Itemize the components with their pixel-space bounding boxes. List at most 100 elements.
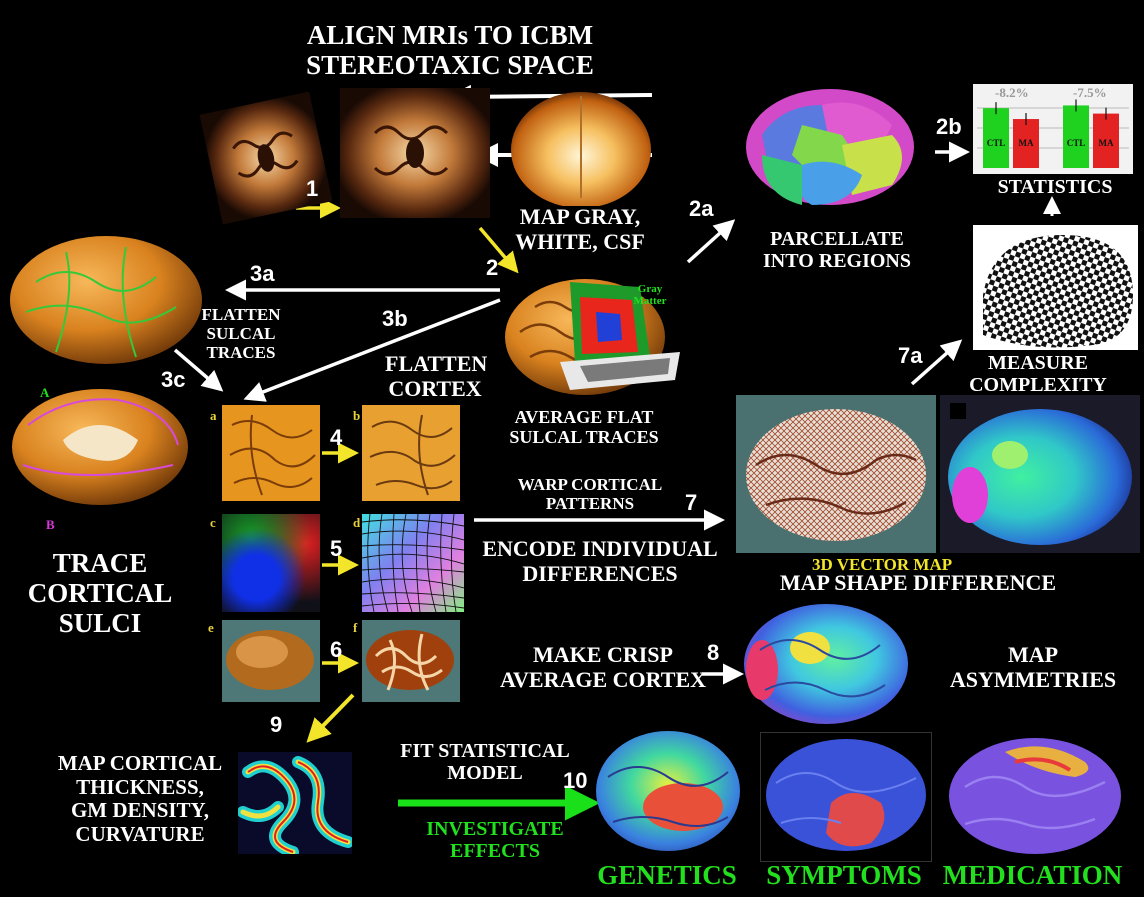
flatten-sulcal-line1: FLATTEN <box>196 305 286 324</box>
encode-label: ENCODE INDIVIDUAL DIFFERENCES <box>475 537 725 586</box>
brain-asymmetry <box>740 600 912 728</box>
investigate-line2: EFFECTS <box>420 840 570 862</box>
investigate-line1: INVESTIGATE <box>420 818 570 840</box>
thickness-label: MAP CORTICAL THICKNESS, GM DENSITY, CURV… <box>40 752 240 846</box>
panel-e-blurry-average <box>222 620 320 702</box>
panel-f-tag: f <box>353 620 357 636</box>
gray-matter-line1: Gray <box>630 283 670 295</box>
fit-line1: FIT STATISTICAL <box>385 740 585 762</box>
step-3b-number: 3b <box>382 306 408 332</box>
step-5-number: 5 <box>330 536 342 562</box>
measure-line1: MEASURE <box>968 352 1108 374</box>
fit-model-label: FIT STATISTICAL MODEL <box>385 740 585 785</box>
crisp-label: MAKE CRISP AVERAGE CORTEX <box>498 643 708 692</box>
brain-medication <box>945 732 1125 860</box>
panel-c-tag: c <box>210 515 216 531</box>
genetics-label: GENETICS <box>592 860 742 890</box>
step-6-number: 6 <box>330 637 342 663</box>
brain-medial-b <box>8 385 193 513</box>
align-title: ALIGN MRIs TO ICBM STEREOTAXIC SPACE <box>300 20 600 80</box>
stat-bar-label-2: MA <box>1019 138 1034 148</box>
investigate-label: INVESTIGATE EFFECTS <box>420 818 570 863</box>
step-7a-number: 7a <box>898 343 922 369</box>
mri-template <box>508 88 654 206</box>
crisp-line2: AVERAGE CORTEX <box>498 668 708 693</box>
step-3a-number: 3a <box>250 261 274 287</box>
stat-bar-label-3: CTL <box>1067 138 1086 148</box>
flatten-cortex-line2: CORTEX <box>385 377 485 402</box>
symptoms-label: SYMPTOMS <box>764 860 924 890</box>
step-7-number: 7 <box>685 490 697 516</box>
stat-bar-label-1: CTL <box>987 138 1006 148</box>
shape-difference-label: MAP SHAPE DIFFERENCE <box>768 571 1068 596</box>
panel-c-color-field <box>222 514 320 612</box>
map-gray-line2: WHITE, CSF <box>505 230 655 255</box>
align-title-line1: ALIGN MRIs TO ICBM <box>300 20 600 50</box>
thickness-map-panel <box>238 752 352 854</box>
step-2b-number: 2b <box>936 114 962 140</box>
panel-d-warp-grid <box>362 514 464 612</box>
thick-line2: THICKNESS, <box>40 776 240 800</box>
measure-line2: COMPLEXITY <box>968 374 1108 396</box>
brain-b-tag: B <box>46 518 55 533</box>
asymmetries-label: MAP ASYMMETRIES <box>948 643 1118 692</box>
asym-line2: ASYMMETRIES <box>948 668 1118 693</box>
thick-line4: CURVATURE <box>40 823 240 847</box>
gray-matter-label: Gray Matter <box>630 283 670 308</box>
stat-bar-label-4: MA <box>1099 138 1114 148</box>
brain-checker-complexity <box>973 225 1138 350</box>
step-10-number: 10 <box>563 768 587 794</box>
flatten-sulcal-line2: SULCAL <box>196 324 286 343</box>
encode-line1: ENCODE INDIVIDUAL <box>475 537 725 562</box>
parcellate-label: PARCELLATE INTO REGIONS <box>752 228 922 273</box>
step-4-number: 4 <box>330 425 342 451</box>
flatten-sulcal-label: FLATTEN SULCAL TRACES <box>196 305 286 362</box>
step-1-number: 1 <box>306 176 318 202</box>
step-9-number: 9 <box>270 712 282 738</box>
trace-line3: SULCI <box>25 608 175 638</box>
arrow-2a <box>688 224 730 262</box>
align-title-line2: STEREOTAXIC SPACE <box>300 50 600 80</box>
pct-right-label: -7.5% <box>1073 86 1107 101</box>
panel-e-tag: e <box>208 620 214 636</box>
mri-rotated <box>196 92 336 224</box>
step-8-number: 8 <box>707 640 719 666</box>
flatten-cortex-label: FLATTEN CORTEX <box>385 352 485 401</box>
trace-line2: CORTICAL <box>25 578 175 608</box>
statistics-label: STATISTICS <box>985 176 1125 198</box>
medication-label: MEDICATION <box>940 860 1125 890</box>
pct-left-label: -8.2% <box>995 86 1029 101</box>
panel-f-crisp-average <box>362 620 460 702</box>
average-flat-label: AVERAGE FLAT SULCAL TRACES <box>504 407 664 447</box>
encode-line2: DIFFERENCES <box>475 562 725 587</box>
gray-matter-line2: Matter <box>630 295 670 307</box>
thick-line3: GM DENSITY, <box>40 799 240 823</box>
flatten-sulcal-line3: TRACES <box>196 343 286 362</box>
statistics-bar-chart: CTL MA CTL MA -8.2% -7.5% <box>973 84 1133 174</box>
stat-bar-3 <box>1063 105 1089 168</box>
warp-label: WARP CORTICAL PATTERNS <box>500 475 680 513</box>
brain-sulcal-a <box>6 232 206 372</box>
trace-sulci-label: TRACE CORTICAL SULCI <box>25 548 175 639</box>
panel-b-average-traces <box>362 405 460 501</box>
asym-line1: MAP <box>948 643 1118 668</box>
panel-d-tag: d <box>353 515 360 531</box>
measure-complexity-label: MEASURE COMPLEXITY <box>968 352 1108 397</box>
panel-a-flat-traces <box>222 405 320 501</box>
parcellate-line2: INTO REGIONS <box>752 250 922 272</box>
trace-line1: TRACE <box>25 548 175 578</box>
step-2a-number: 2a <box>689 196 713 222</box>
average-flat-line1: AVERAGE FLAT <box>504 407 664 427</box>
map-gray-line1: MAP GRAY, <box>505 205 655 230</box>
crisp-line1: MAKE CRISP <box>498 643 708 668</box>
panel-a-tag: a <box>210 408 217 424</box>
warp-line2: PATTERNS <box>500 494 680 513</box>
thick-line1: MAP CORTICAL <box>40 752 240 776</box>
map-gray-label: MAP GRAY, WHITE, CSF <box>505 205 655 254</box>
vector-map-mesh-panel <box>736 395 936 553</box>
warp-line1: WARP CORTICAL <box>500 475 680 494</box>
mri-aligned <box>340 88 490 218</box>
brain-parcellated <box>742 85 918 215</box>
step-2-number: 2 <box>486 255 498 281</box>
